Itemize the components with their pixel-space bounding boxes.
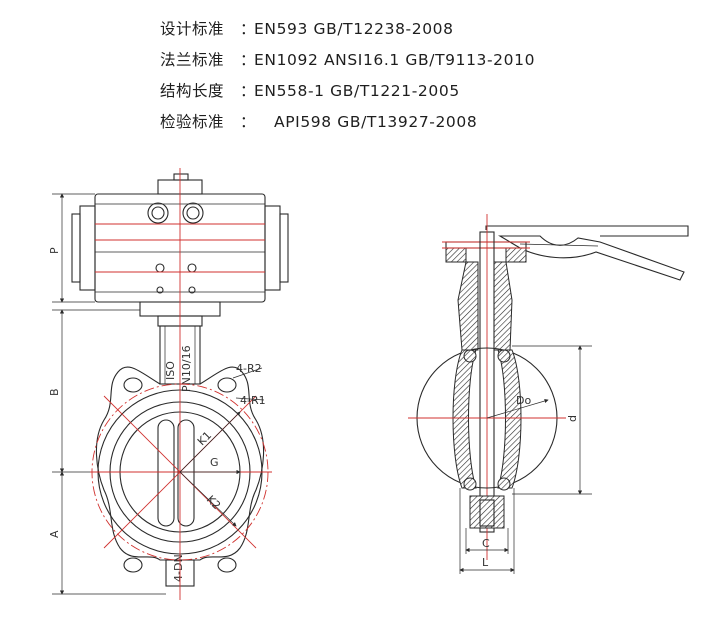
- dim-do: Do: [516, 394, 531, 407]
- dim-k2: K2: [204, 493, 223, 512]
- spec-value: EN593 GB/T12238-2008: [254, 20, 454, 38]
- dn-stamp: 4-DN: [172, 554, 185, 582]
- dim-l: L: [482, 556, 489, 569]
- dim-p: P: [48, 247, 61, 254]
- spec-design-standard: 设计标准：EN593 GB/T12238-2008: [160, 14, 700, 45]
- spec-label: 设计标准: [160, 20, 225, 38]
- dim-d: d: [566, 415, 579, 422]
- spec-value: API598 GB/T13927-2008: [274, 113, 478, 131]
- spec-inspection-standard: 检验标准：API598 GB/T13927-2008: [160, 107, 700, 138]
- spec-value: EN1092 ANSI16.1 GB/T9113-2010: [254, 51, 536, 69]
- front-view: ISO PN10/16 4-DN: [48, 168, 289, 600]
- hand-lever: [485, 225, 689, 281]
- spec-face-to-face-standard: 结构长度：EN558-1 GB/T1221-2005: [160, 76, 700, 107]
- dim-b: B: [48, 388, 61, 396]
- valve-body: 4-DN K1 G K2 4-R2 4-R1: [90, 168, 272, 600]
- pn-stamp: PN10/16: [180, 345, 193, 392]
- dim-c: C: [482, 537, 490, 550]
- dim-4-r1: 4-R1: [240, 394, 266, 407]
- spec-value: EN558-1 GB/T1221-2005: [254, 82, 460, 100]
- spec-label: 结构长度: [160, 82, 225, 100]
- dim-4-r2: 4-R2: [236, 362, 262, 375]
- standards-list: 设计标准：EN593 GB/T12238-2008 法兰标准：EN1092 AN…: [160, 14, 700, 138]
- dim-g: G: [210, 456, 219, 469]
- vertical-dimensions: P B A: [48, 193, 166, 595]
- spec-label: 检验标准: [160, 113, 225, 131]
- spec-label: 法兰标准: [160, 51, 225, 69]
- side-view: Do d C L: [408, 214, 689, 574]
- spec-flange-standard: 法兰标准：EN1092 ANSI16.1 GB/T9113-2010: [160, 45, 700, 76]
- dim-a: A: [48, 530, 61, 538]
- top-flange: [442, 241, 530, 263]
- dim-k1: K1: [195, 429, 214, 448]
- iso-stamp: ISO: [164, 361, 177, 380]
